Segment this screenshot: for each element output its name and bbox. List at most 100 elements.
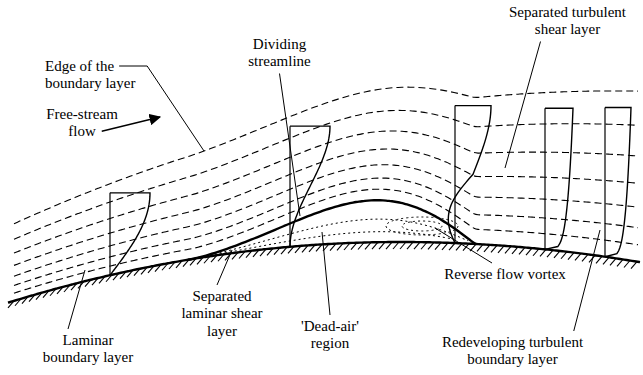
leader-line: [217, 250, 232, 285]
wall-hatch: [505, 246, 511, 253]
wall-hatch: [43, 291, 49, 298]
wall-hatch: [414, 242, 420, 249]
velocity-profile: [448, 106, 491, 243]
wall-hatch: [358, 243, 364, 250]
velocity-profile: [110, 193, 150, 275]
velocity-profile: [545, 108, 573, 249]
wall-hatch: [120, 272, 126, 279]
wall-hatch: [134, 269, 140, 276]
leader-line: [574, 230, 600, 331]
wall-hatch: [617, 259, 623, 266]
wall-hatch: [267, 248, 273, 255]
reverse-flow-vortex: [386, 217, 458, 235]
wall-hatch: [435, 243, 441, 250]
wall-hatch: [204, 256, 210, 263]
flow-label: Dividing streamline: [232, 36, 327, 71]
flow-label: 'Dead-air' region: [290, 318, 370, 353]
wall-hatch: [148, 266, 154, 273]
flow-label: Separated turbulent shear layer: [500, 4, 635, 39]
wall-hatch: [575, 253, 581, 260]
wall-hatch: [85, 280, 91, 287]
wall-hatch: [407, 242, 413, 249]
flow-label: Free-stream flow: [36, 106, 128, 141]
leader-line: [68, 270, 85, 329]
flow-label: Edge of the boundary layer: [45, 58, 155, 93]
wall-hatch: [372, 242, 378, 249]
wall-hatch: [484, 245, 490, 252]
wall-hatch: [176, 261, 182, 268]
wall-hatch: [512, 247, 518, 254]
wall-hatch: [477, 244, 483, 251]
wall-hatch: [92, 278, 98, 285]
wall-hatch: [379, 242, 385, 249]
wall-hatch: [246, 251, 252, 258]
wall-hatch: [155, 265, 161, 272]
profile-axis: [454, 106, 455, 243]
flow-label: Separated laminar shear layer: [172, 288, 272, 340]
wall-hatch: [288, 246, 294, 253]
wall-hatch: [386, 242, 392, 249]
wall-hatch: [183, 260, 189, 267]
profile-axis: [109, 193, 110, 275]
wall-hatch: [631, 262, 637, 269]
wall-hatch: [260, 249, 266, 256]
wall-hatch: [239, 251, 245, 258]
wall-hatch: [561, 252, 567, 259]
wall-hatch: [330, 244, 336, 251]
wall-hatch: [442, 243, 448, 250]
wall-hatch: [554, 251, 560, 258]
wall-hatch: [624, 261, 630, 268]
wall-hatch: [281, 247, 287, 254]
wall-hatch: [400, 242, 406, 249]
wall-hatch: [99, 276, 105, 283]
wall-hatch: [274, 248, 280, 255]
wall-hatch: [603, 257, 609, 264]
wall-hatch: [491, 245, 497, 252]
velocity-profile: [605, 108, 631, 257]
wall-hatch: [141, 267, 147, 274]
wall-hatch: [29, 295, 35, 302]
flow-label: Redeveloping turbulent boundary layer: [425, 334, 600, 369]
leader-line: [435, 228, 492, 263]
wall-hatch: [162, 263, 168, 270]
wall-hatch: [526, 248, 532, 255]
flow-label: Laminar boundary layer: [38, 332, 138, 367]
wall-hatch: [421, 242, 427, 249]
wall-hatch: [218, 254, 224, 261]
wall-hatch: [449, 243, 455, 250]
wall-hatch: [393, 242, 399, 249]
wall-hatch: [50, 289, 56, 296]
wall-hatch: [337, 243, 343, 250]
wall-hatch: [365, 242, 371, 249]
wall-hatch: [316, 244, 322, 251]
wall-hatch: [519, 247, 525, 254]
wall-hatch: [15, 299, 21, 306]
wall-hatch: [295, 246, 301, 253]
flow-lines: [8, 87, 640, 308]
leader-lines: [68, 42, 600, 332]
reverse-flow-vortex: [402, 221, 442, 231]
flow-label: Reverse flow vortex: [440, 266, 570, 283]
wall-hatch: [71, 283, 77, 290]
wall-hatch: [211, 255, 217, 262]
wall-hatch: [568, 253, 574, 260]
wall-hatch: [582, 254, 588, 261]
wall-hatch: [596, 256, 602, 263]
leader-line: [505, 42, 541, 169]
wall-hatch: [106, 275, 112, 282]
wall-hatch: [533, 249, 539, 256]
wall-hatch: [57, 287, 63, 294]
wall-hatch: [547, 250, 553, 257]
wall-hatch: [113, 273, 119, 280]
dead-air-streamline: [200, 219, 468, 257]
wall-hatch: [540, 249, 546, 256]
wall-hatch: [127, 270, 133, 277]
wall-hatch: [344, 243, 350, 250]
wall-hatch: [8, 301, 14, 308]
wall-hatch: [36, 293, 42, 300]
wall-hatch: [253, 250, 259, 257]
profile-axis: [604, 108, 605, 257]
wall-hatch: [309, 245, 315, 252]
wall-hatch: [22, 297, 28, 304]
